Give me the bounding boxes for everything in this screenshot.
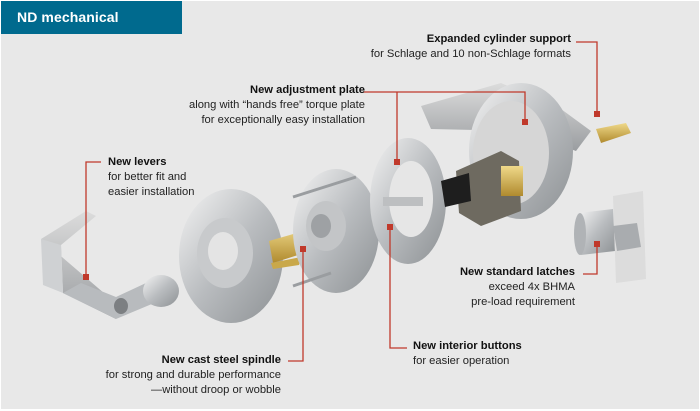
callout-text: easier installation — [108, 186, 195, 198]
callout-cylinder-support: Expanded cylinder support for Schlage an… — [371, 32, 571, 62]
callout-heading: New cast steel spindle — [161, 354, 281, 366]
callout-text: pre-load requirement — [471, 296, 575, 308]
callout-text: for exceptionally easy installation — [201, 114, 365, 126]
callout-levers: New levers for better fit and easier ins… — [108, 155, 194, 200]
page-title: ND mechanical — [17, 9, 119, 25]
callout-text: for strong and durable performance — [105, 369, 281, 381]
latch-part — [574, 191, 646, 283]
callout-text: for easier operation — [413, 355, 510, 367]
callout-heading: Expanded cylinder support — [426, 33, 571, 45]
adjustment-plate-part — [370, 138, 446, 264]
cylinder-core-part — [441, 151, 523, 226]
callout-text: —without droop or wobble — [151, 384, 281, 396]
callout-text: along with “hands free” torque plate — [188, 99, 365, 111]
callout-text: for Schlage and 10 non-Schlage formats — [370, 48, 571, 60]
callout-heading: New interior buttons — [413, 340, 522, 352]
callout-adjustment-plate: New adjustment plate along with “hands f… — [189, 83, 365, 128]
title-bar: ND mechanical — [1, 1, 182, 34]
left-lever-part — [41, 211, 179, 319]
outside-rose-part — [179, 189, 283, 323]
callout-text: exceed 4x BHMA — [488, 281, 575, 293]
callout-standard-latches: New standard latches exceed 4x BHMA pre-… — [460, 265, 575, 310]
callout-heading: New standard latches — [459, 266, 575, 278]
callout-heading: New adjustment plate — [249, 84, 365, 96]
key-part — [596, 123, 631, 143]
callout-heading: New levers — [108, 156, 167, 168]
callout-cast-steel-spindle: New cast steel spindle for strong and du… — [106, 353, 281, 398]
callout-text: for better fit and — [108, 171, 187, 183]
callout-interior-buttons: New interior buttons for easier operatio… — [413, 339, 522, 369]
chassis-plate-part — [292, 169, 379, 293]
